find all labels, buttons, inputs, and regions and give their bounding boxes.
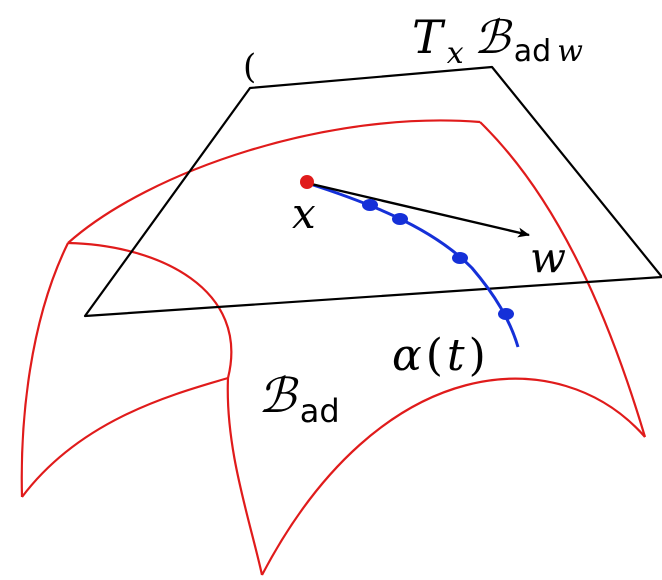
manifold-surface [20,119,647,576]
surface-right-edge [479,121,647,438]
base-point-x [300,175,314,189]
vector-w-label: w [530,233,566,282]
tangent-space-label: T x ℬ ad w [412,10,583,71]
surface-front-arch [67,241,264,576]
curve-dot [498,308,514,320]
tangent-vector-arrow [306,181,530,238]
curve-dot [362,199,378,211]
curve-dot [392,213,408,225]
curve-dot [452,252,468,264]
cutoff-label-fragment: ( [243,47,256,87]
curve-alpha-label: α ( t ) [392,330,486,381]
tangent-plane [83,65,662,318]
curve-dots [362,199,514,320]
surface-left-edge [20,242,69,498]
point-x-label: x [292,189,316,238]
surface-bottom-edge [261,377,646,576]
manifold-label: ℬ ad [258,368,340,430]
surface-front-left-boundary [21,376,229,498]
surface-top-edge [67,119,481,244]
